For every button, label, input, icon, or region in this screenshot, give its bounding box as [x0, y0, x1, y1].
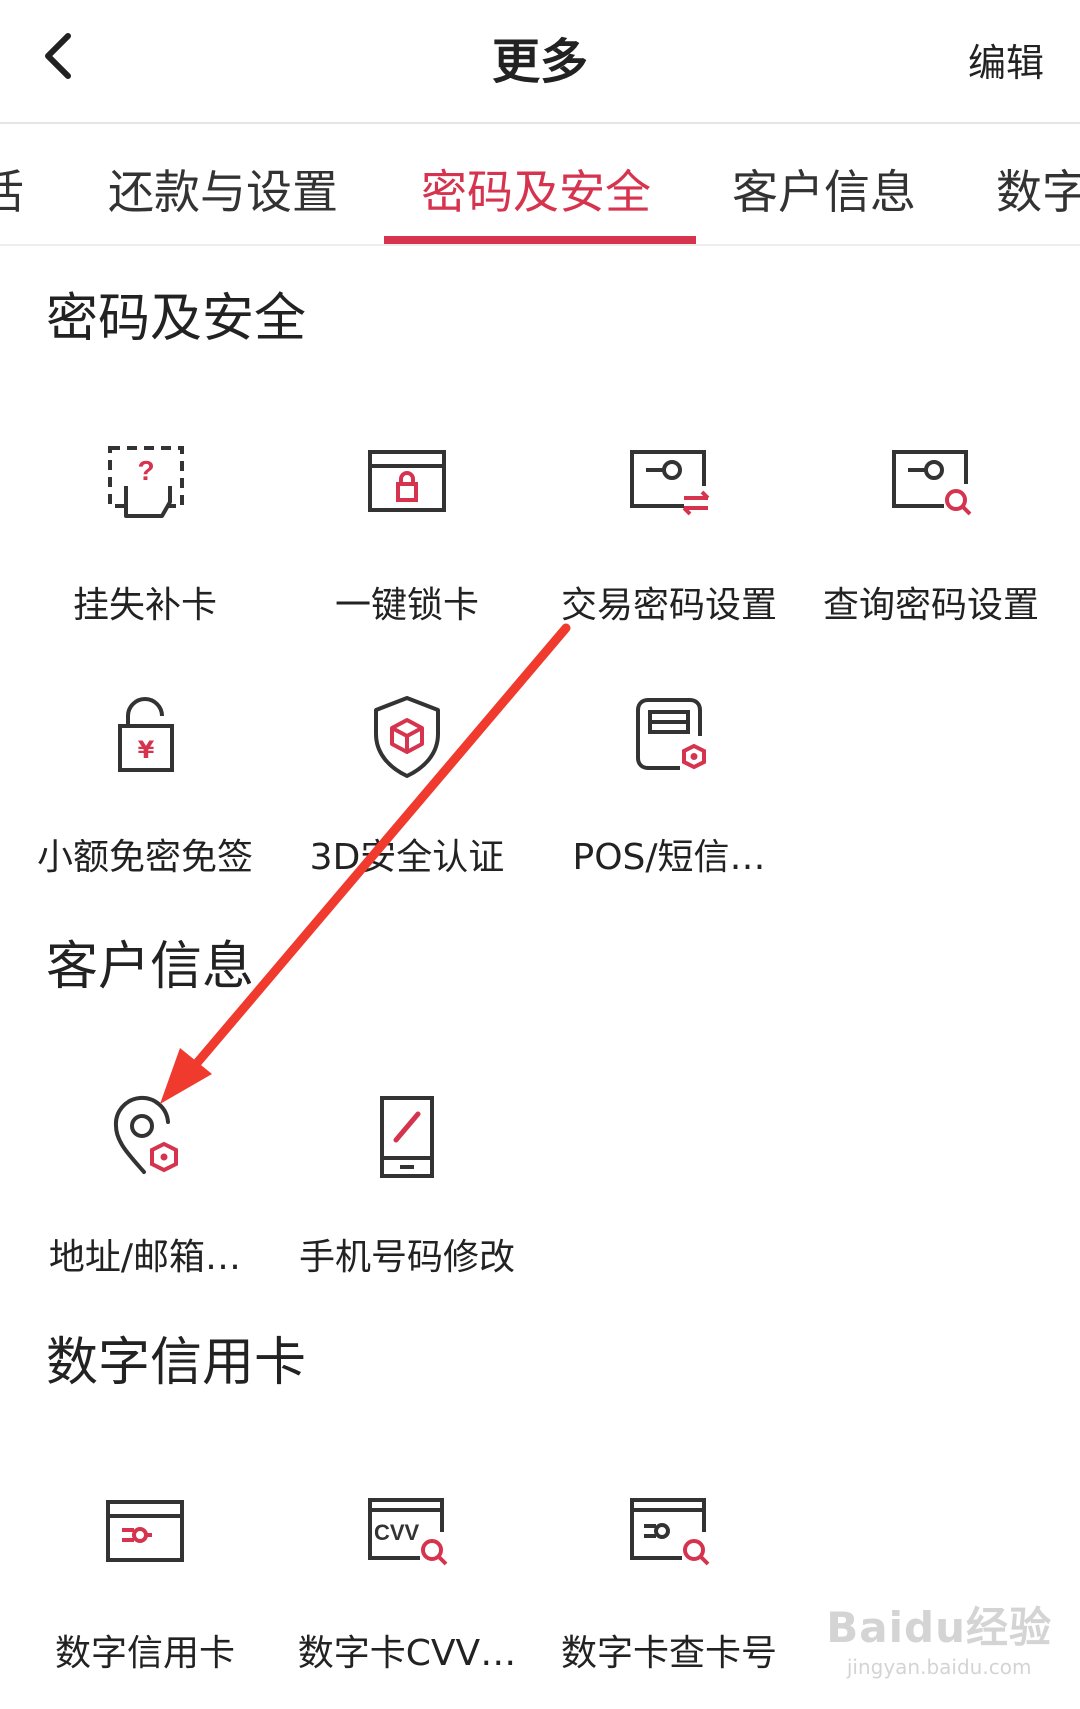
address-location-icon — [113, 1096, 178, 1174]
transaction-password-icon — [630, 450, 710, 516]
page-title: 更多 — [491, 34, 588, 90]
item-address-email[interactable]: 地址/邮箱… — [14, 1092, 276, 1280]
cvv-search-icon: CVV — [368, 1498, 448, 1566]
svg-text:?: ? — [137, 455, 154, 486]
card-number-search-icon — [630, 1498, 710, 1566]
item-digital-card-number[interactable]: 数字卡查卡号 — [538, 1488, 800, 1676]
baidu-watermark: Baidu经验 jingyan.baidu.com — [826, 1594, 1052, 1679]
tab-digital-partial[interactable]: 数字 — [996, 165, 1080, 219]
item-digital-card[interactable]: 数字信用卡 — [14, 1488, 276, 1676]
section-title-digital-card: 数字信用卡 — [46, 1333, 307, 1393]
category-tabs: 活 还款与设置 密码及安全 客户信息 数字 — [0, 124, 1080, 246]
item-label: 挂失补卡 — [72, 585, 217, 626]
back-arrow-icon[interactable] — [30, 26, 90, 86]
item-phone-change[interactable]: 手机号码修改 — [276, 1092, 538, 1280]
item-pos-sms[interactable]: POS/短信… — [538, 692, 800, 880]
tab-partial-left[interactable]: 活 — [0, 156, 24, 222]
tab-repayment-settings[interactable]: 还款与设置 — [108, 165, 338, 219]
small-payment-unlock-icon: ¥ — [118, 697, 174, 772]
watermark-logo: Baidu经验 — [826, 1603, 1052, 1652]
item-small-payment[interactable]: ¥ 小额免密免签 — [14, 692, 276, 880]
item-label: 3D安全认证 — [309, 837, 505, 878]
query-password-icon — [892, 450, 972, 516]
lost-card-icon: ? — [108, 446, 184, 518]
section-title-password-security: 密码及安全 — [46, 289, 307, 349]
phone-edit-icon — [380, 1096, 434, 1178]
tab-customer-info[interactable]: 客户信息 — [732, 165, 916, 219]
active-tab-indicator — [384, 236, 696, 244]
item-digital-cvv[interactable]: CVV 数字卡CVV… — [276, 1488, 538, 1676]
top-bar: 更多 编辑 — [0, 0, 1080, 124]
item-label: 交易密码设置 — [560, 585, 777, 626]
lock-card-icon — [368, 450, 446, 512]
svg-text:CVV: CVV — [374, 1520, 420, 1545]
pos-sms-icon — [636, 698, 706, 770]
item-query-password[interactable]: 查询密码设置 — [800, 440, 1062, 628]
item-label: 数字卡CVV… — [297, 1633, 517, 1674]
item-lost-card[interactable]: ? 挂失补卡 — [14, 440, 276, 628]
item-label: 小额免密免签 — [36, 837, 253, 878]
section-title-customer-info: 客户信息 — [46, 937, 255, 997]
edit-button[interactable]: 编辑 — [967, 41, 1044, 85]
tab-password-security[interactable]: 密码及安全 — [421, 165, 651, 219]
digital-card-icon — [106, 1500, 184, 1562]
item-transaction-password[interactable]: 交易密码设置 — [538, 440, 800, 628]
item-label: 数字信用卡 — [54, 1633, 235, 1674]
item-label: 一键锁卡 — [334, 585, 479, 626]
svg-text:¥: ¥ — [138, 736, 155, 764]
item-lock-card[interactable]: 一键锁卡 — [276, 440, 538, 628]
watermark-url: jingyan.baidu.com — [846, 1655, 1032, 1679]
item-3d-secure[interactable]: 3D安全认证 — [276, 692, 538, 880]
item-label: 地址/邮箱… — [48, 1237, 242, 1278]
item-label: POS/短信… — [572, 837, 766, 878]
item-label: 手机号码修改 — [298, 1237, 515, 1278]
item-label: 数字卡查卡号 — [560, 1633, 777, 1674]
shield-3d-icon — [374, 696, 440, 778]
item-label: 查询密码设置 — [822, 585, 1039, 626]
